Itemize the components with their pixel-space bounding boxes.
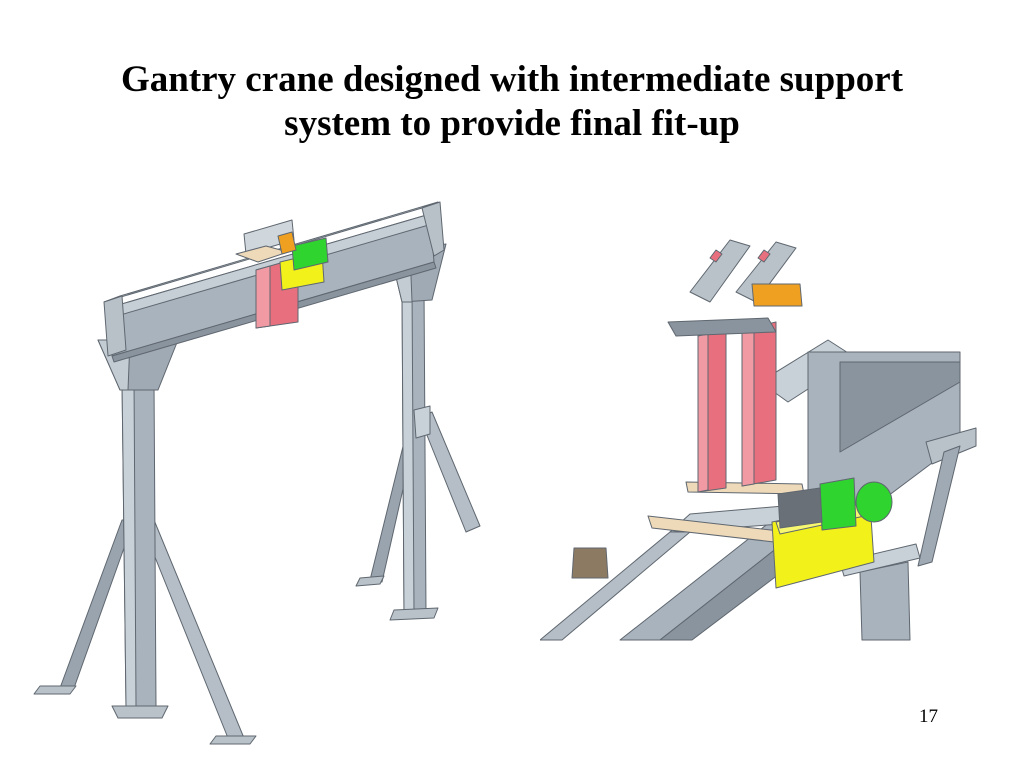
- right-frame: [925, 427, 977, 465]
- page-number: 17: [919, 706, 938, 727]
- right-foot-plate: [389, 607, 439, 621]
- right-post: [859, 561, 911, 641]
- green-gearbox: [819, 477, 857, 531]
- gantry-crane-illustration: [33, 201, 481, 745]
- orange-bracket: [751, 283, 803, 307]
- orange-bracket: [277, 231, 297, 255]
- slide-title-line-2: system to provide final fit-up: [284, 103, 740, 144]
- slide-title: Gantry crane designed with intermediate …: [40, 58, 984, 146]
- slide-title-line-1: Gantry crane designed with intermediate …: [120, 59, 904, 100]
- left-rear-brace: [59, 519, 135, 689]
- intermediate-support-detail: [540, 239, 977, 641]
- left-foot-plate: [111, 705, 169, 719]
- green-motor: [855, 481, 893, 523]
- main-beam-end: [103, 295, 127, 357]
- brown-block: [571, 547, 609, 579]
- green-motor: [291, 237, 329, 271]
